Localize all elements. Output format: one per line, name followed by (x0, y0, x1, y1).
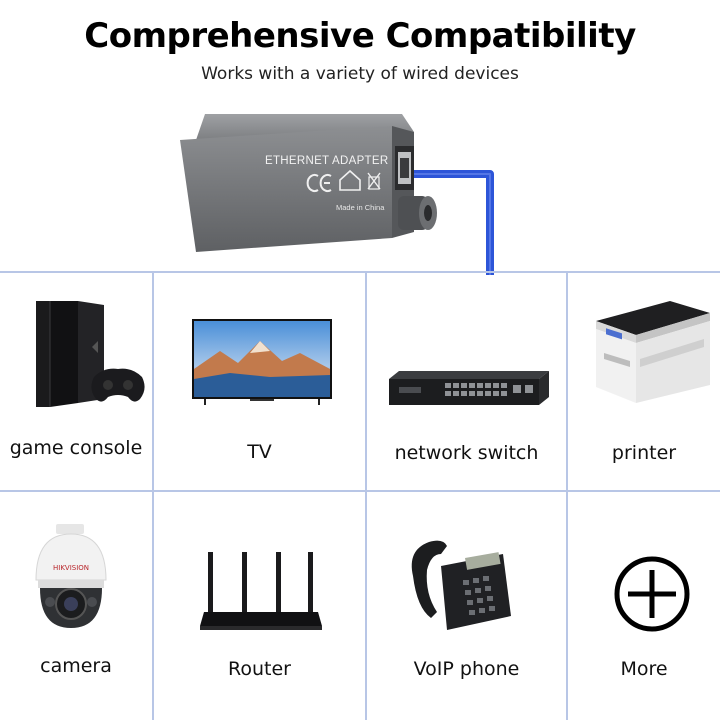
camera-icon: HIKVISION (35, 524, 107, 628)
device-label: TV (247, 441, 272, 463)
ethernet-adapter-image (180, 114, 494, 275)
device-label: camera (40, 655, 112, 677)
device-label: Router (228, 658, 291, 680)
device-cell-tv: TV (154, 273, 365, 490)
device-label: game console (9, 437, 143, 459)
page-title: Comprehensive Compatibility (84, 16, 636, 56)
adapter-label: ETHERNET ADAPTER (265, 155, 389, 167)
device-cell-router: Router (154, 492, 365, 720)
device-cell-camera: HIKVISION camera (0, 492, 152, 720)
device-label: VoIP phone (413, 658, 520, 680)
device-cell-voip-phone: VoIP phone (367, 492, 566, 720)
tv-icon (192, 319, 332, 405)
device-label: printer (611, 442, 677, 464)
device-cell-more[interactable]: More (568, 492, 720, 720)
device-cell-game-console: game console (0, 273, 152, 490)
page-subtitle: Works with a variety of wired devices (201, 64, 519, 84)
network-switch-icon (389, 371, 549, 405)
printer-icon (596, 301, 710, 403)
device-cell-printer: printer (568, 273, 720, 490)
game-console-icon (36, 301, 145, 407)
device-label: More (620, 658, 668, 680)
svg-text:HIKVISION: HIKVISION (53, 564, 89, 572)
plus-circle-icon[interactable] (612, 554, 692, 634)
adapter-made-in: Made in China (336, 203, 385, 212)
router-icon (200, 552, 322, 630)
voip-phone-icon (411, 540, 511, 630)
device-label: network switch (394, 442, 539, 464)
device-cell-network-switch: network switch (367, 273, 566, 490)
